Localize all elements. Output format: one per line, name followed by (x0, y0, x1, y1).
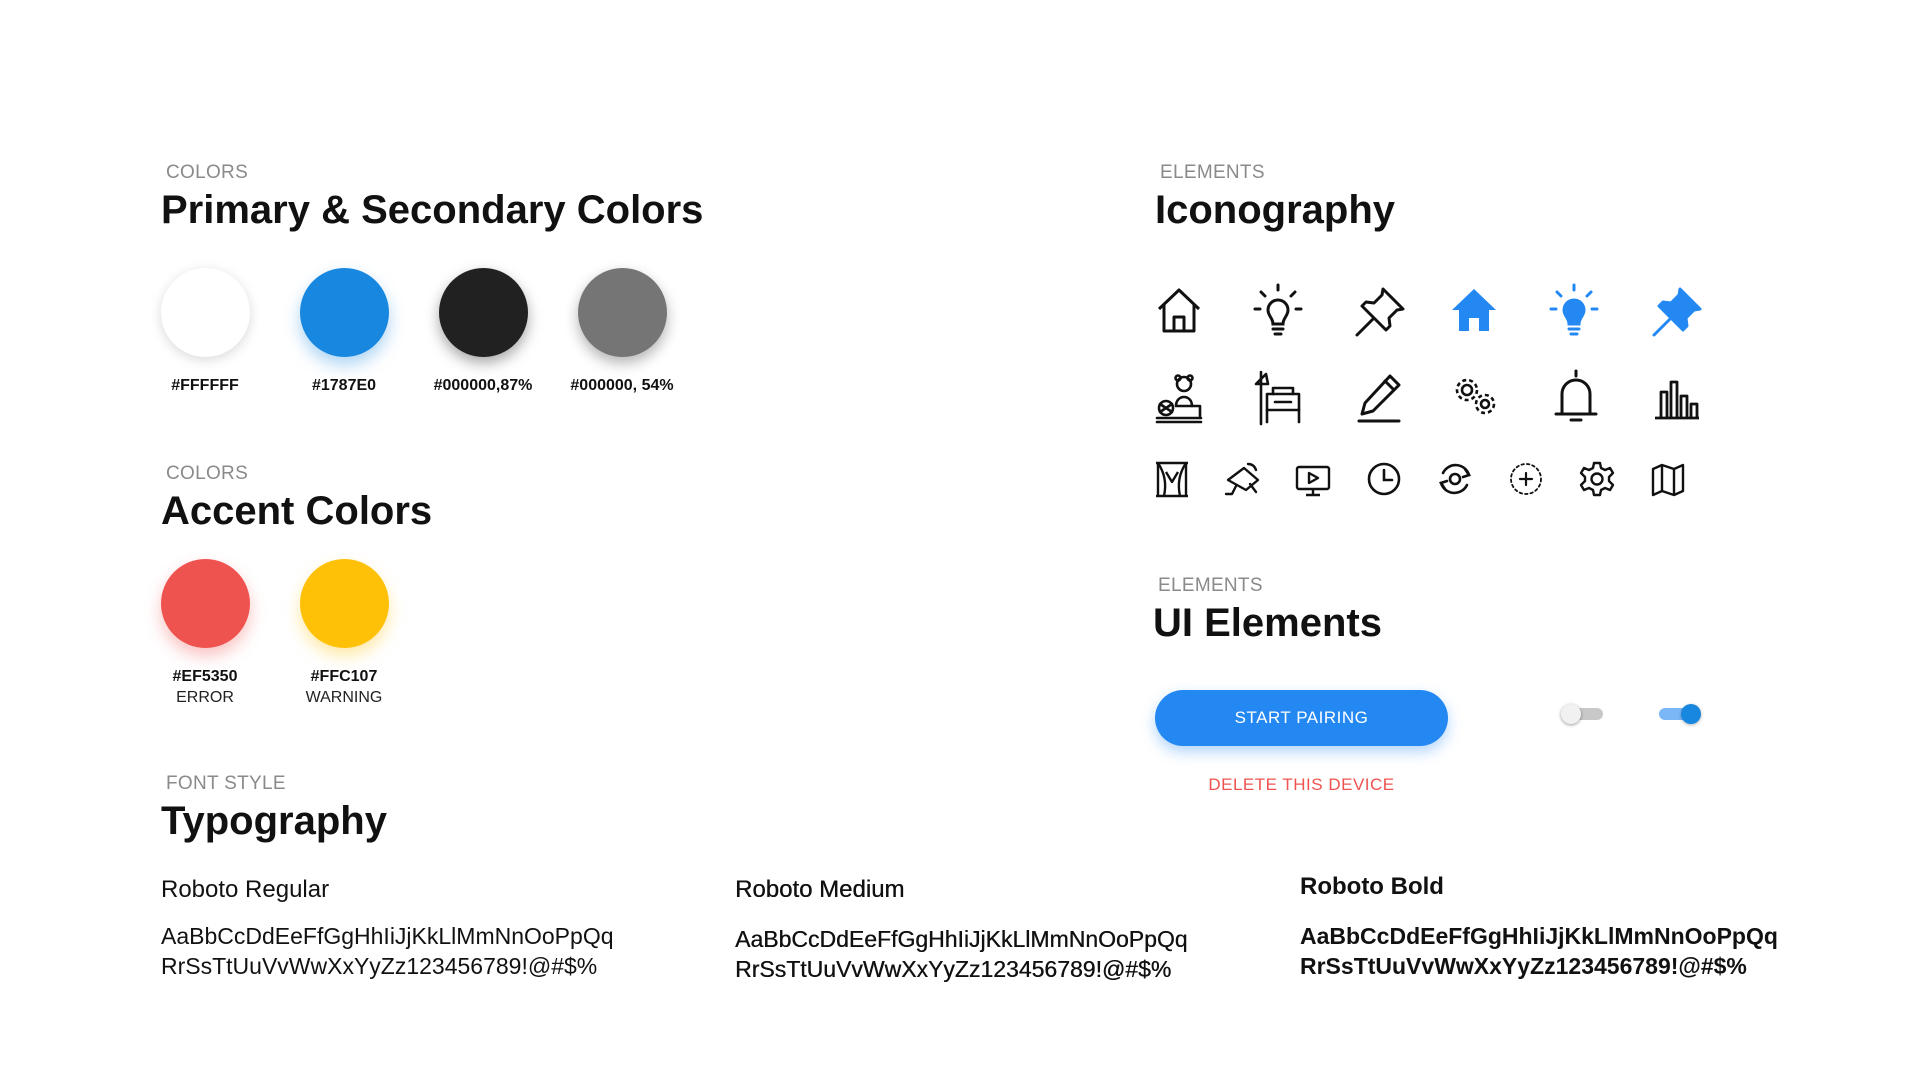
settings-gear-icon (1579, 461, 1615, 497)
iconography-eyebrow: ELEMENTS (1160, 162, 1265, 183)
font-medium-name: Roboto Medium (735, 876, 905, 903)
bedroom-icon (1253, 370, 1303, 426)
lightbulb-outline-icon (1253, 283, 1303, 337)
swatch-black-54-label: #000000, 54% (570, 377, 674, 394)
accent-colors-title: Accent Colors (161, 489, 433, 533)
gears-icon (1451, 374, 1501, 420)
swatch-white-label: #FFFFFF (171, 377, 239, 394)
home-outline-icon (1155, 285, 1203, 335)
start-pairing-button[interactable]: START PAIRING (1155, 690, 1448, 746)
add-circle-dashed-icon (1508, 461, 1544, 497)
swatch-error (161, 559, 250, 648)
kids-room-icon (1154, 372, 1204, 424)
font-bold-sample-2: RrSsTtUuVvWwXxYyZz123456789!@#$% (1300, 953, 1747, 979)
swatch-black-87-label: #000000,87% (433, 377, 533, 394)
font-medium-sample-1: AaBbCcDdEeFfGgHhIiJjKkLlMmNnOoPpQq (735, 926, 1188, 952)
pushpin-outline-icon (1353, 285, 1407, 339)
refresh-target-icon (1437, 461, 1473, 497)
bell-icon (1553, 368, 1599, 426)
toggle-switch-off[interactable] (1561, 701, 1603, 727)
city-buildings-icon (1653, 378, 1701, 420)
swatch-warning-label: #FFC107 (310, 668, 378, 685)
font-bold-name: Roboto Bold (1300, 873, 1444, 900)
tv-play-icon (1295, 464, 1331, 498)
font-regular-sample-2: RrSsTtUuVvWwXxYyZz123456789!@#$% (161, 953, 598, 979)
swatch-blue (300, 268, 389, 357)
clock-icon (1366, 461, 1402, 497)
toggle-on-knob (1681, 704, 1701, 724)
typography-title: Typography (161, 799, 387, 843)
ui-elements-title: UI Elements (1153, 601, 1382, 645)
swatch-warning-sublabel: WARNING (305, 689, 383, 706)
font-medium-sample-2: RrSsTtUuVvWwXxYyZz123456789!@#$% (735, 956, 1172, 982)
swatch-white (161, 268, 250, 357)
swatch-black-87 (439, 268, 528, 357)
swatch-error-sublabel: ERROR (176, 689, 234, 706)
typography-eyebrow: FONT STYLE (166, 773, 286, 794)
map-icon (1650, 463, 1686, 497)
swatch-blue-label: #1787E0 (311, 377, 377, 394)
lightbulb-filled-icon (1549, 283, 1599, 337)
toggle-switch-on[interactable] (1659, 701, 1701, 727)
accent-eyebrow: COLORS (166, 463, 249, 484)
pencil-icon (1355, 372, 1403, 424)
toggle-off-knob (1561, 704, 1581, 724)
iconography-title: Iconography (1155, 188, 1396, 232)
curtains-icon (1154, 460, 1190, 498)
pushpin-filled-icon (1650, 285, 1704, 339)
swatch-black-54 (578, 268, 667, 357)
swatch-error-label: #EF5350 (172, 668, 238, 685)
delete-device-button[interactable]: DELETE THIS DEVICE (1155, 775, 1448, 795)
ui-elements-eyebrow: ELEMENTS (1158, 575, 1263, 596)
font-bold-sample-1: AaBbCcDdEeFfGgHhIiJjKkLlMmNnOoPpQq (1300, 923, 1778, 949)
security-camera-icon (1224, 462, 1262, 498)
colors-eyebrow: COLORS (166, 162, 249, 183)
swatch-warning (300, 559, 389, 648)
font-regular-name: Roboto Regular (161, 876, 330, 903)
home-filled-icon (1450, 285, 1498, 335)
font-regular-sample-1: AaBbCcDdEeFfGgHhIiJjKkLlMmNnOoPpQq (161, 923, 614, 949)
primary-colors-title: Primary & Secondary Colors (161, 188, 704, 232)
